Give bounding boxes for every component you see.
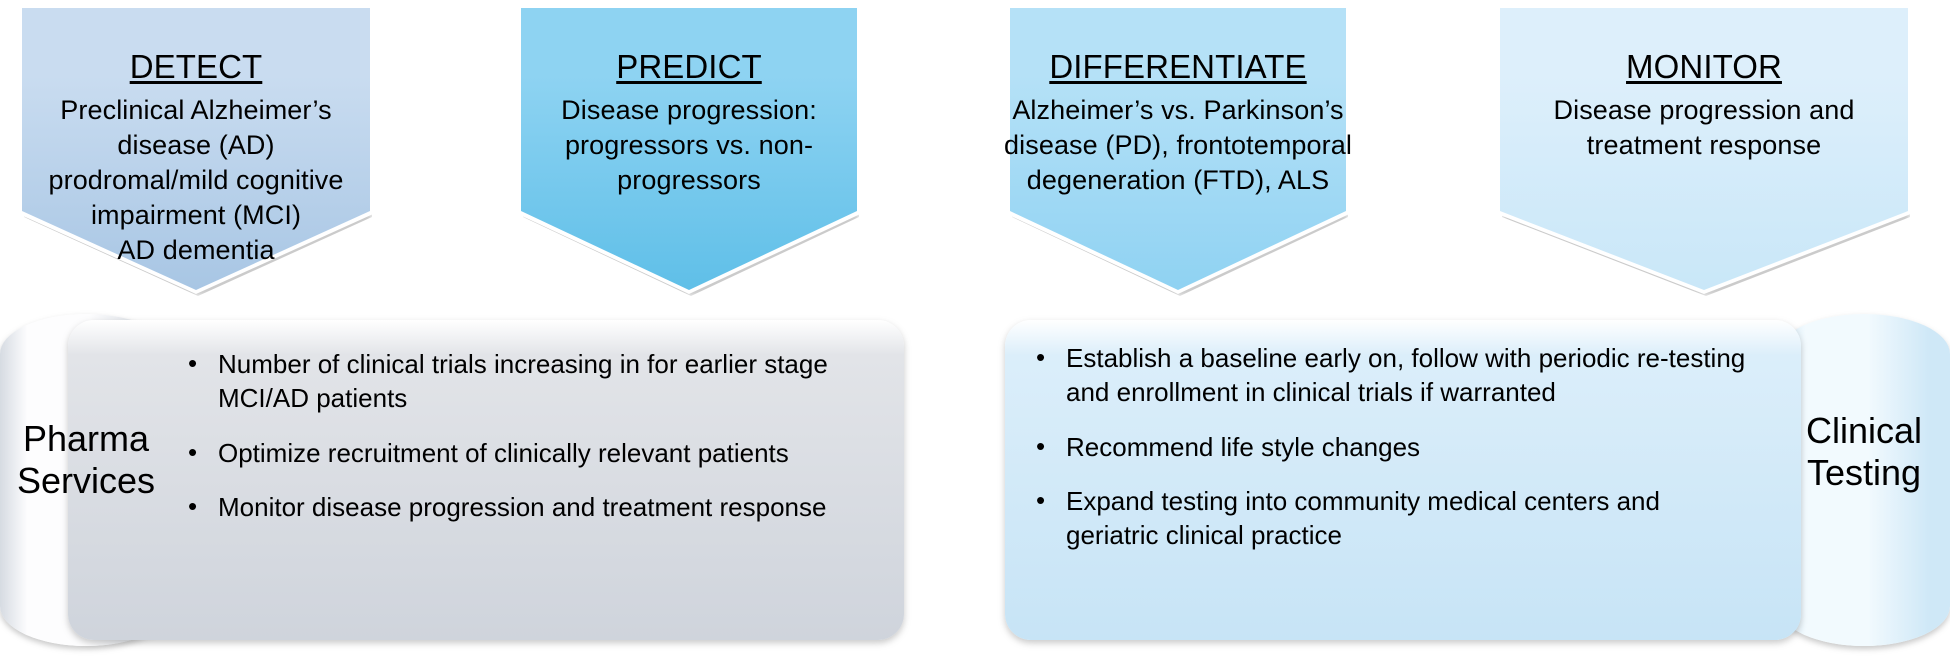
pharma-services-bullets: Number of clinical trials increasing in … <box>180 347 880 525</box>
pharma-bullet-item: Optimize recruitment of clinically relev… <box>180 436 880 471</box>
clinical-testing-cylinder[interactable] <box>1778 314 1950 646</box>
stage-arrow-differentiate[interactable] <box>1010 8 1346 290</box>
cylinder-label-line: Services <box>16 460 156 502</box>
clinical-bullet-item: Expand testing into community medical ce… <box>1028 484 1758 553</box>
cylinder-label-line: Testing <box>1806 452 1922 494</box>
stage-arrow-monitor[interactable] <box>1500 8 1908 290</box>
clinical-testing-bullets: Establish a baseline early on, follow wi… <box>1028 341 1758 553</box>
clinical-bullet-item: Recommend life style changes <box>1028 430 1758 465</box>
cylinder-label-line: Clinical <box>1805 410 1923 451</box>
stage-arrow-detect[interactable] <box>22 8 370 290</box>
pharma-bullet-item: Monitor disease progression and treatmen… <box>180 490 880 525</box>
pharma-bullet-item: Number of clinical trials increasing in … <box>180 347 880 416</box>
stage-arrow-predict[interactable] <box>521 8 857 290</box>
clinical-bullet-item: Establish a baseline early on, follow wi… <box>1028 341 1758 410</box>
cylinder-label-line: Pharma <box>22 418 150 459</box>
